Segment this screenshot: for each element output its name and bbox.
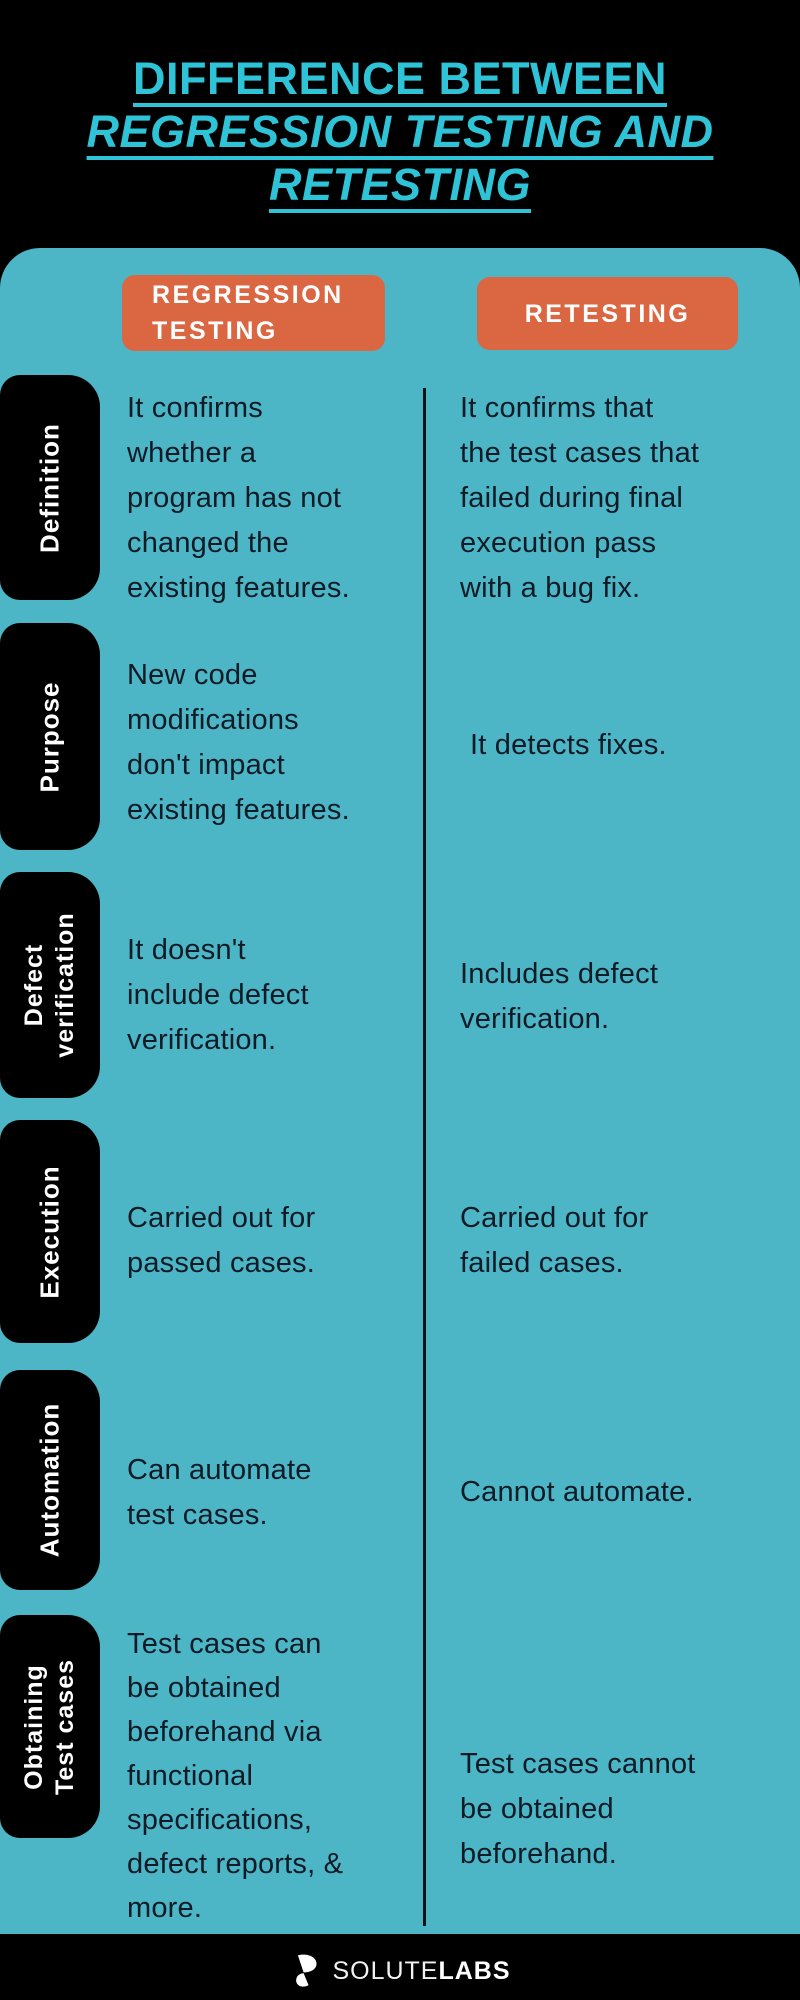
brand-name-regular: SOLUTE	[332, 1956, 439, 1985]
column-header-regression-testing: REGRESSION TESTING	[122, 275, 385, 351]
cell-definition-retesting: It confirms that the test cases that fai…	[460, 392, 700, 604]
cell-purpose-regression: New code modifications don't impact exis…	[127, 659, 350, 826]
cell-definition-regression: It confirms whether a program has not ch…	[127, 392, 350, 604]
row-label-obtaining-test-cases: Obtaining Test cases	[0, 1615, 100, 1838]
page-title: DIFFERENCE BETWEEN REGRESSION TESTING AN…	[0, 52, 800, 211]
row-label-purpose-text: Purpose	[34, 680, 65, 793]
row-label-defect-verification: Defect verification	[0, 872, 100, 1098]
row-label-execution-text: Execution	[34, 1164, 65, 1299]
comparison-panel	[0, 248, 800, 1934]
footer: SOLUTELABS	[0, 1942, 800, 2000]
title-line-1: DIFFERENCE BETWEEN	[132, 53, 667, 104]
cell-defect-verification-retesting: Includes defect verification.	[460, 958, 659, 1035]
title-line-3: RETESTING	[268, 159, 532, 210]
cell-purpose-retesting: It detects fixes.	[470, 729, 667, 761]
cell-execution-retesting: Carried out for failed cases.	[460, 1202, 649, 1279]
brand-name: SOLUTELABS	[332, 1957, 510, 1986]
row-label-purpose: Purpose	[0, 623, 100, 850]
column-header-retesting: RETESTING	[477, 277, 738, 350]
cell-automation-regression: Can automate test cases.	[127, 1454, 312, 1531]
row-label-execution: Execution	[0, 1120, 100, 1343]
brand-name-bold: LABS	[438, 1956, 511, 1985]
cell-obtaining-test-cases-retesting: Test cases cannot be obtained beforehand…	[460, 1748, 696, 1870]
title-line-2: REGRESSION TESTING AND	[86, 106, 714, 157]
row-label-defect-verification-text: Defect verification	[20, 912, 79, 1058]
row-label-definition-text: Definition	[34, 422, 65, 553]
cell-defect-verification-regression: It doesn't include defect verification.	[127, 934, 309, 1056]
cell-execution-regression: Carried out for passed cases.	[127, 1202, 316, 1279]
row-label-automation: Automation	[0, 1370, 100, 1590]
solutelabs-logo-icon	[289, 1954, 321, 1988]
cell-automation-retesting: Cannot automate.	[460, 1476, 694, 1508]
row-label-obtaining-test-cases-text: Obtaining Test cases	[20, 1658, 79, 1795]
cell-obtaining-test-cases-regression: Test cases can be obtained beforehand vi…	[127, 1628, 344, 1924]
row-label-definition: Definition	[0, 375, 100, 600]
column-divider	[423, 388, 426, 1926]
row-label-automation-text: Automation	[34, 1402, 65, 1558]
